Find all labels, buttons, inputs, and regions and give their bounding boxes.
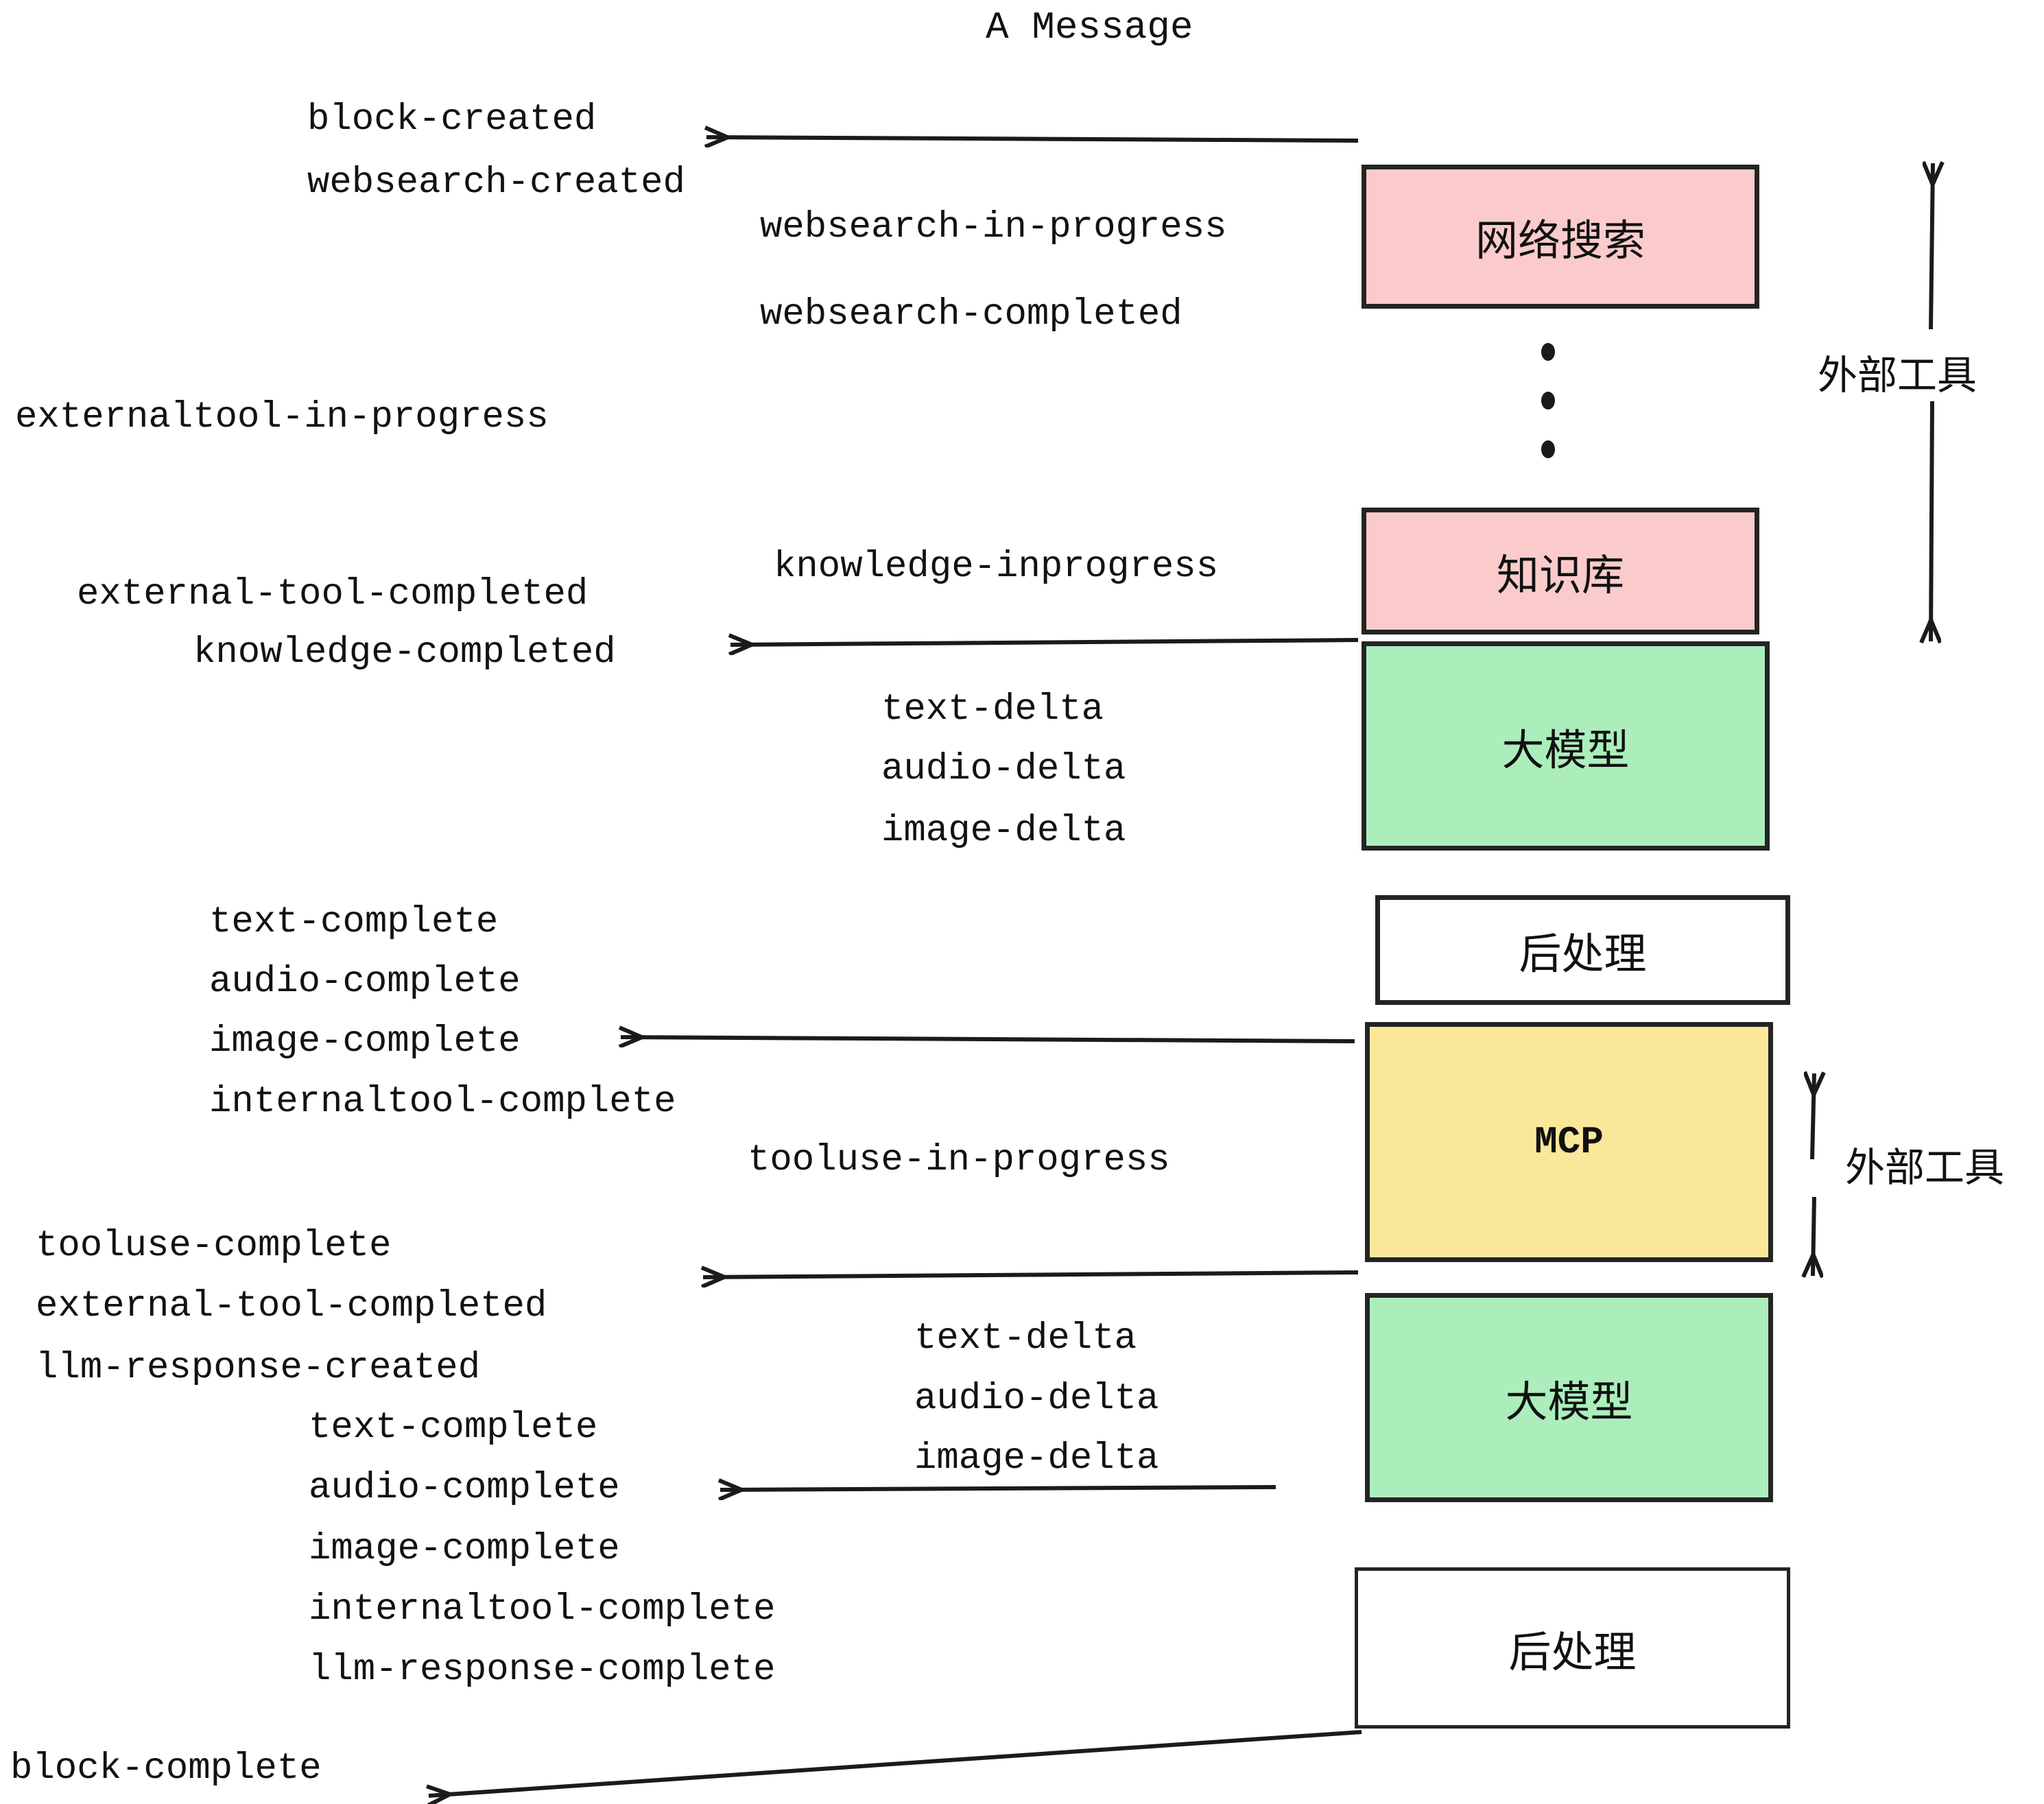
side-label-external-tool-top-text: 外部工具 [1818, 352, 1977, 399]
arrow-websearch-to-block-created [706, 137, 1359, 141]
event-audio-complete-1: audio-complete [209, 961, 521, 1003]
external-tool-arrow-top-up [1931, 163, 1933, 330]
node-llm-2-label: 大模型 [1505, 1376, 1633, 1427]
arrow-mcp-to-tooluse-complete [703, 1272, 1359, 1277]
event-tooluse-complete: tooluse-complete [36, 1225, 392, 1267]
side-label-external-tool-bottom: 外部工具 [1845, 1135, 2004, 1193]
event-internaltool-complete-2: internaltool-complete [309, 1589, 776, 1630]
side-label-external-tool-bottom-text: 外部工具 [1845, 1144, 2005, 1191]
node-postprocess-1[interactable]: 后处理 [1375, 895, 1790, 1005]
ellipsis-dot-2 [1541, 392, 1555, 410]
event-audio-delta-1: audio-delta [881, 748, 1126, 790]
event-block-complete: block-complete [10, 1748, 322, 1790]
vertical-ellipsis [1540, 343, 1556, 458]
arrow-knowledge-to-completed [730, 640, 1359, 645]
arrow-llm2-to-audio-complete [720, 1487, 1276, 1490]
event-llm-response-complete: llm-response-complete [309, 1649, 776, 1691]
event-text-complete-1: text-complete [209, 901, 499, 943]
event-image-delta-1: image-delta [881, 810, 1126, 852]
node-knowledge-label: 知识库 [1496, 549, 1624, 600]
page-title: A Message [986, 5, 1193, 49]
event-websearch-created: websearch-created [307, 162, 685, 204]
node-llm-1[interactable]: 大模型 [1362, 641, 1770, 851]
event-internaltool-complete-1: internaltool-complete [209, 1081, 676, 1123]
event-knowledge-completed: knowledge-completed [193, 632, 616, 674]
node-websearch-label: 网络搜索 [1475, 215, 1645, 265]
arrow-llm1-to-image-complete [621, 1037, 1355, 1041]
node-websearch[interactable]: 网络搜索 [1362, 165, 1759, 309]
external-tool-arrow-top-down [1931, 401, 1932, 641]
event-tooluse-in-progress: tooluse-in-progress [748, 1139, 1170, 1181]
event-image-complete-2: image-complete [309, 1528, 620, 1570]
external-tool-arrow-bottom-down [1813, 1196, 1814, 1276]
node-postprocess-1-label: 后处理 [1519, 929, 1647, 979]
node-postprocess-2[interactable]: 后处理 [1355, 1567, 1790, 1729]
event-externaltool-in-progress: externaltool-in-progress [15, 396, 549, 438]
event-llm-response-created: llm-response-created [36, 1347, 481, 1389]
node-mcp[interactable]: MCP [1365, 1022, 1773, 1262]
event-websearch-completed: websearch-completed [760, 294, 1183, 335]
event-knowledge-inprogress: knowledge-inprogress [774, 546, 1219, 588]
node-mcp-label: MCP [1534, 1120, 1604, 1164]
ellipsis-dot-1 [1541, 343, 1555, 361]
external-tool-arrow-bottom-up [1812, 1073, 1814, 1160]
ellipsis-dot-3 [1541, 440, 1555, 458]
arrow-postprocess2-to-block-complete [429, 1730, 1362, 1796]
side-label-external-tool-top: 外部工具 [1818, 343, 1977, 401]
event-text-complete-2: text-complete [309, 1407, 598, 1449]
node-knowledge[interactable]: 知识库 [1362, 508, 1759, 634]
event-image-delta-2: image-delta [914, 1438, 1159, 1480]
event-text-delta-2: text-delta [914, 1318, 1137, 1360]
event-external-tool-completed-2: external-tool-completed [36, 1285, 547, 1327]
event-websearch-in-progress: websearch-in-progress [760, 206, 1227, 248]
event-audio-delta-2: audio-delta [914, 1378, 1159, 1420]
node-llm-1-label: 大模型 [1501, 724, 1630, 775]
node-llm-2[interactable]: 大模型 [1365, 1293, 1773, 1502]
event-text-delta-1: text-delta [881, 689, 1104, 731]
event-block-created: block-created [307, 99, 597, 141]
node-postprocess-2-label: 后处理 [1508, 1626, 1637, 1677]
event-audio-complete-2: audio-complete [309, 1467, 620, 1509]
event-external-tool-completed-1: external-tool-completed [77, 573, 589, 615]
event-image-complete-1: image-complete [209, 1021, 521, 1063]
